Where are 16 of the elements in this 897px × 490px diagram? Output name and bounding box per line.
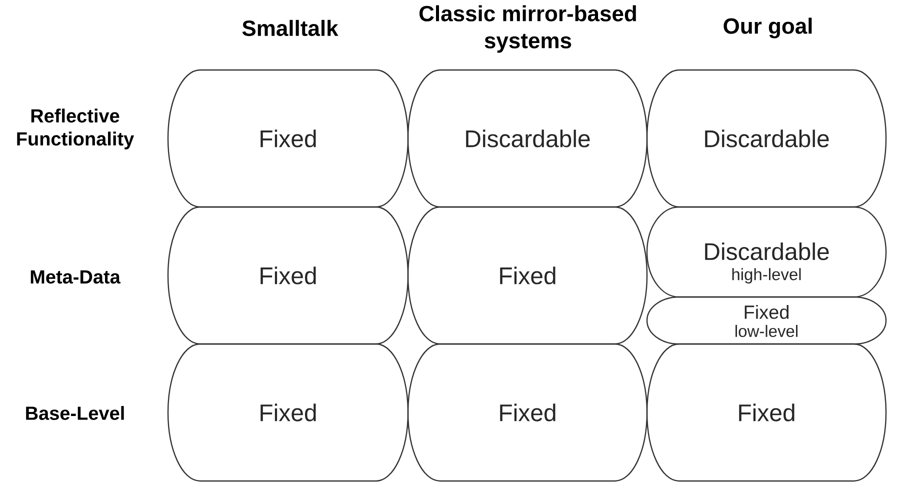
- row-heading: Reflective Functionality: [17, 108, 134, 150]
- rounded-box: Discardable high-level: [646, 206, 887, 298]
- rounded-box: Fixed: [167, 343, 409, 482]
- rounded-box: Fixed: [167, 69, 409, 208]
- rounded-box: Fixed: [407, 343, 648, 482]
- rounded-box: Fixed: [646, 343, 887, 482]
- row-heading: Base-Level: [26, 406, 124, 420]
- rounded-box: Fixed: [167, 206, 409, 345]
- rounded-box: Fixed low-level: [646, 296, 887, 345]
- rounded-box: Discardable: [407, 69, 648, 208]
- column-heading: Our goal: [724, 18, 812, 38]
- row-heading: Meta-Data: [30, 270, 120, 284]
- column-heading: Smalltalk: [242, 20, 338, 36]
- column-heading: Classic mirror-based systems: [419, 5, 636, 53]
- rounded-box: Discardable: [646, 69, 887, 208]
- rounded-box: Fixed: [407, 206, 648, 345]
